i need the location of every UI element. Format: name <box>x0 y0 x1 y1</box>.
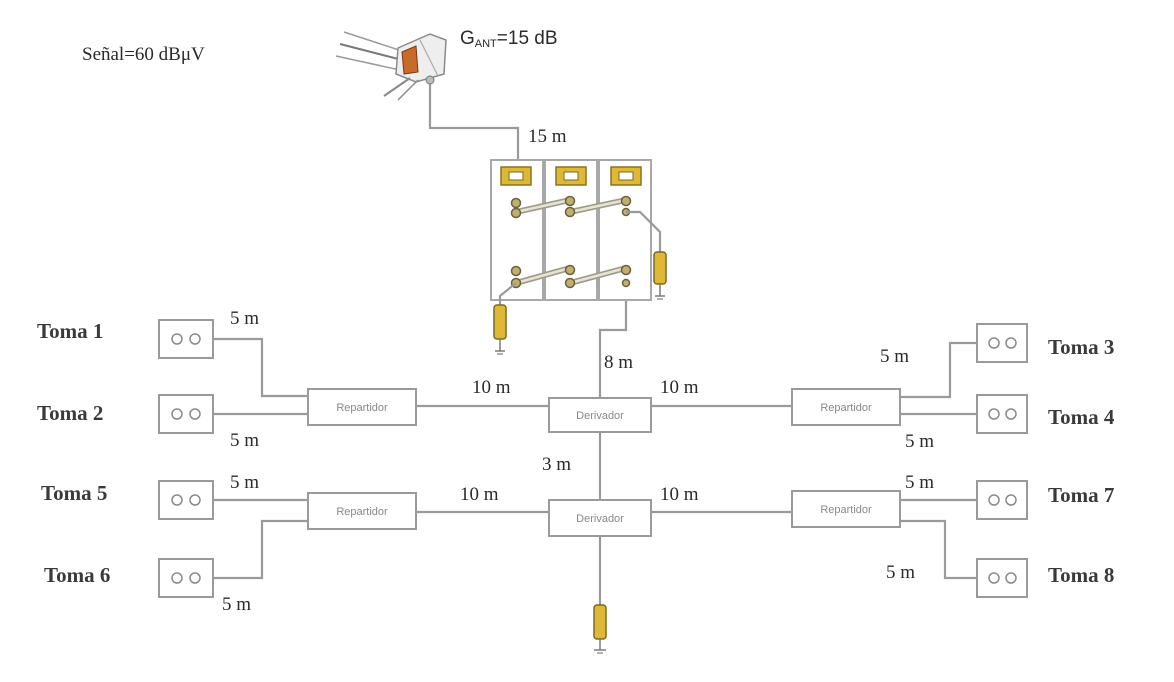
repartidor-top-right-label: Repartidor <box>820 402 872 414</box>
cable-length-derivador-derivador: 3 m <box>542 454 571 475</box>
cable-length-toma-6: 5 m <box>222 594 251 615</box>
cable-length-antenna: 15 m <box>528 126 567 147</box>
signal-level-label: Señal=60 dBμV <box>82 44 205 65</box>
cable-length-amplifier-derivador: 8 m <box>604 352 633 373</box>
amplifier-input-termination-resistor <box>493 304 507 340</box>
repartidor-bottom-right-label: Repartidor <box>820 504 872 516</box>
repartidor-bottom-left-label: Repartidor <box>336 506 388 518</box>
toma-7-label: Toma 7 <box>1048 483 1114 507</box>
bottom-termination-resistor <box>593 604 607 654</box>
toma-1-label: Toma 1 <box>37 319 103 343</box>
derivador-1: Derivador <box>548 397 652 433</box>
cable-length-d2-left: 10 m <box>460 484 499 505</box>
outlet-toma-3 <box>976 323 1028 363</box>
cable-length-toma-8: 5 m <box>886 562 915 583</box>
wire-toma-1 <box>213 337 308 398</box>
repartidor-top-left: Repartidor <box>307 388 417 426</box>
antenna-icon <box>335 31 447 101</box>
amplifier-module <box>490 159 667 355</box>
wire-toma-6 <box>213 519 308 580</box>
outlet-toma-2 <box>158 394 214 434</box>
outlet-toma-4 <box>976 394 1028 434</box>
wires <box>213 80 977 605</box>
repartidor-top-right: Repartidor <box>791 388 901 426</box>
toma-5-label: Toma 5 <box>41 481 107 505</box>
cable-length-d1-right: 10 m <box>660 377 699 398</box>
cable-length-d2-right: 10 m <box>660 484 699 505</box>
toma-4-label: Toma 4 <box>1048 405 1115 429</box>
derivador-2-label: Derivador <box>576 513 624 525</box>
outlet-toma-6 <box>158 558 214 598</box>
cable-length-d1-left: 10 m <box>472 377 511 398</box>
cable-length-toma-3: 5 m <box>880 346 909 367</box>
derivador-2: Derivador <box>548 499 652 537</box>
repartidor-top-left-label: Repartidor <box>336 402 388 414</box>
outlet-toma-1 <box>158 319 214 359</box>
outlet-toma-8 <box>976 558 1028 598</box>
outlet-toma-5 <box>158 480 214 520</box>
cable-length-toma-4: 5 m <box>905 431 934 452</box>
wire-antenna-to-amplifier <box>428 80 520 168</box>
toma-2-label: Toma 2 <box>37 401 103 425</box>
cable-length-toma-5: 5 m <box>230 472 259 493</box>
cable-length-toma-7: 5 m <box>905 472 934 493</box>
toma-6-label: Toma 6 <box>44 563 110 587</box>
cable-length-toma-2: 5 m <box>230 430 259 451</box>
repartidor-bottom-left: Repartidor <box>307 492 417 530</box>
toma-8-label: Toma 8 <box>1048 563 1114 587</box>
antenna-gain-label: GANT=15 dB <box>460 28 558 50</box>
cable-length-toma-1: 5 m <box>230 308 259 329</box>
toma-3-label: Toma 3 <box>1048 335 1114 359</box>
repartidor-bottom-right: Repartidor <box>791 490 901 528</box>
wire-toma-8 <box>900 519 977 580</box>
derivador-1-label: Derivador <box>576 410 624 422</box>
wire-toma-3 <box>900 341 977 399</box>
amplifier-termination-resistor <box>653 251 667 285</box>
outlet-toma-7 <box>976 480 1028 520</box>
